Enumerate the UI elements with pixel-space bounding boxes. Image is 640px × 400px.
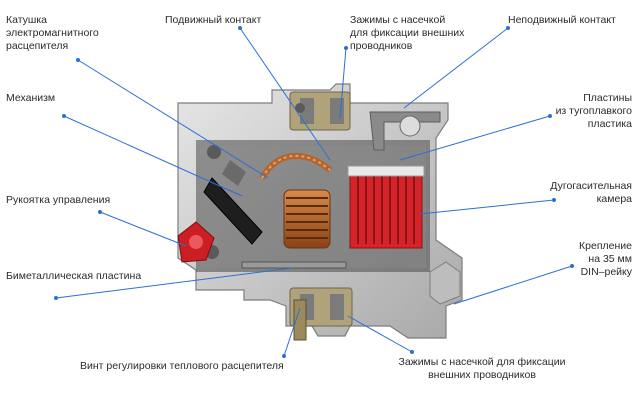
leader-din <box>453 265 573 305</box>
label-fixed-contact: Неподвижный контакт <box>508 14 616 26</box>
leader-moving-contact <box>239 27 331 161</box>
label-moving-contact: Подвижный контакт <box>165 14 262 26</box>
leader-fixed-contact <box>403 27 509 109</box>
handle-graphic <box>177 221 215 263</box>
leader-lines <box>55 27 573 357</box>
leader-dots <box>54 26 574 358</box>
mechanism-graphic <box>203 160 263 245</box>
bimetal-graphic <box>241 261 347 269</box>
label-din-mount: Крепление на 35 мм DIN–рейку <box>579 240 632 278</box>
leader-clamps-top <box>339 47 347 119</box>
leader-bimetal <box>55 267 293 299</box>
coil-graphic <box>259 153 332 249</box>
leader-handle <box>99 211 187 247</box>
leader-screw <box>283 307 301 357</box>
label-mechanism: Механизм <box>6 92 56 104</box>
leader-plates <box>399 115 551 161</box>
leader-clamps-bottom <box>347 315 413 353</box>
leader-coil <box>77 59 269 179</box>
label-plates: Пластины из тугоплавкого пластика <box>555 92 632 130</box>
arc-chamber-graphic <box>347 165 425 249</box>
label-clamps-bottom: Зажимы с насечкой для фиксации внешних п… <box>398 356 566 381</box>
label-coil: Катушка электромагнитного расцепителя <box>6 14 99 52</box>
leader-mechanism <box>63 115 243 197</box>
label-screw: Винт регулировки теплового расцепителя <box>80 360 284 372</box>
label-handle: Рукоятка управления <box>6 194 111 206</box>
label-clamps-top: Зажимы с насечкой для фиксации внешних п… <box>350 14 465 52</box>
label-bimetal: Биметаллическая пластина <box>6 270 142 282</box>
leader-arc-chamber <box>419 199 555 215</box>
label-arc-chamber: Дугогасительная камера <box>550 180 632 205</box>
